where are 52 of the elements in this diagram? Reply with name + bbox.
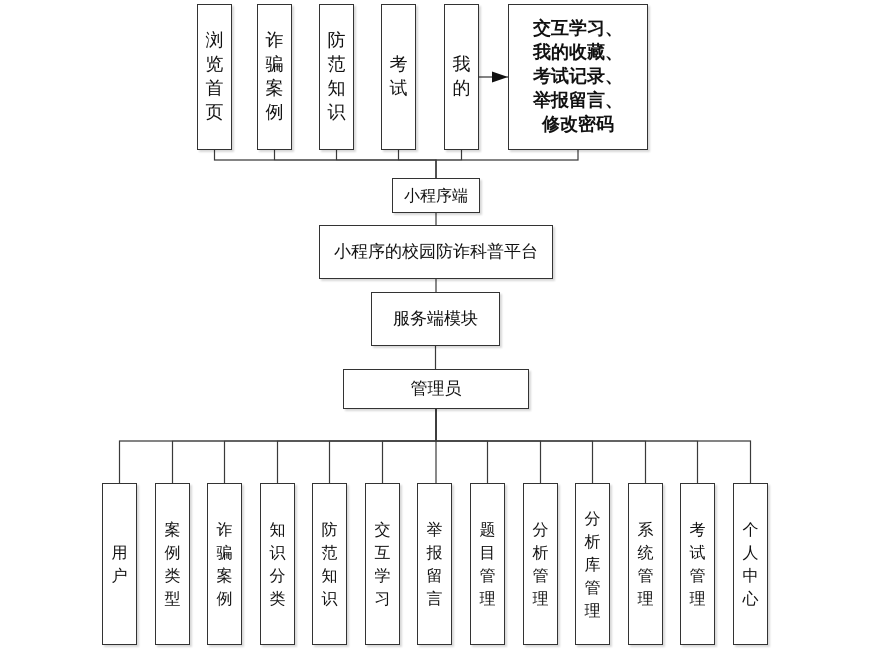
page-label: 浏览首页 bbox=[206, 29, 224, 125]
function-label: 题目管理 bbox=[480, 519, 496, 610]
function-box bbox=[207, 483, 242, 645]
page-box bbox=[319, 4, 354, 150]
connector-line bbox=[435, 213, 437, 225]
function-box bbox=[365, 483, 400, 645]
function-box bbox=[470, 483, 505, 645]
function-label: 知识分类 bbox=[270, 519, 286, 610]
role-label: 管理员 bbox=[410, 378, 462, 400]
function-box bbox=[733, 483, 768, 645]
function-label: 系统管理 bbox=[638, 519, 654, 610]
function-label: 分析库管理 bbox=[584, 508, 600, 622]
page-label: 考试 bbox=[390, 53, 408, 101]
feature-list-text: 交互学习、我的收藏、考试记录、举报留言、修改密码 bbox=[532, 17, 624, 137]
client-box bbox=[392, 178, 480, 213]
function-box bbox=[312, 483, 347, 645]
function-label: 考试管理 bbox=[690, 519, 706, 610]
function-label: 举报留言 bbox=[426, 519, 442, 610]
page-label: 我的 bbox=[452, 53, 470, 101]
connector-line bbox=[435, 409, 752, 483]
page-label: 防范知识 bbox=[328, 29, 346, 125]
feature-list-box bbox=[508, 4, 648, 150]
page-box bbox=[381, 4, 416, 150]
admin-box bbox=[343, 369, 529, 409]
function-box bbox=[260, 483, 295, 645]
function-box bbox=[680, 483, 715, 645]
function-label: 个人中心 bbox=[742, 519, 758, 610]
connector-line bbox=[435, 150, 579, 178]
page-box bbox=[444, 4, 479, 150]
server-module-box bbox=[371, 292, 500, 346]
function-label: 交互学习 bbox=[374, 519, 390, 610]
function-label: 防范知识 bbox=[322, 519, 338, 610]
platform-box bbox=[319, 225, 553, 279]
function-label: 用户 bbox=[112, 542, 128, 587]
function-box bbox=[628, 483, 663, 645]
connector-line bbox=[435, 279, 437, 292]
function-box bbox=[575, 483, 610, 645]
arrow bbox=[479, 72, 508, 82]
function-label: 分析管理 bbox=[532, 519, 548, 610]
function-label: 诈骗案例 bbox=[216, 519, 232, 610]
function-box bbox=[523, 483, 558, 645]
client-label: 小程序端 bbox=[403, 186, 469, 206]
function-label: 案例类型 bbox=[164, 519, 180, 610]
platform-title: 小程序的校园防诈科普平台 bbox=[333, 241, 539, 263]
module-label: 服务端模块 bbox=[392, 308, 479, 330]
page-box bbox=[257, 4, 292, 150]
function-box bbox=[155, 483, 190, 645]
page-box bbox=[197, 4, 232, 150]
function-box bbox=[102, 483, 137, 645]
page-label: 诈骗案例 bbox=[266, 29, 284, 125]
connector-line bbox=[434, 346, 436, 369]
function-box bbox=[417, 483, 452, 645]
